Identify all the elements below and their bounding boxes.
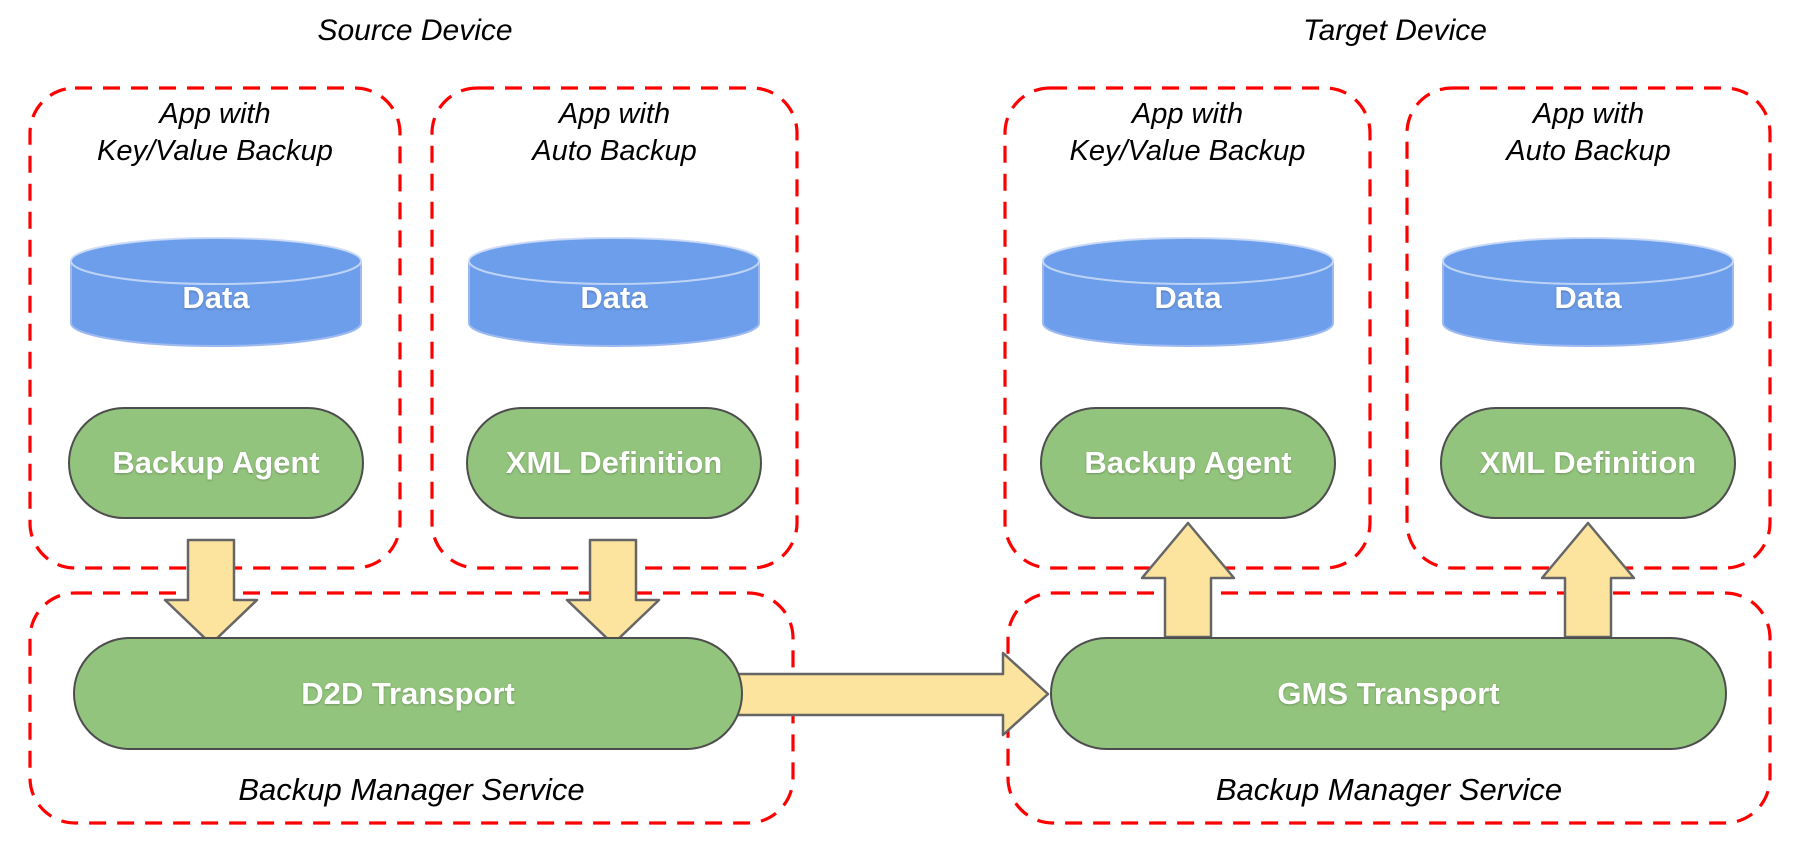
app-label-line1: App with <box>1532 98 1645 130</box>
data-cylinder-target-auto: Data <box>1440 234 1736 350</box>
data-cylinder-source-keyvalue: Data <box>68 234 364 350</box>
data-label: Data <box>1554 280 1622 315</box>
app-label-line2: Auto Backup <box>532 135 697 167</box>
service-label-target: Backup Manager Service <box>1215 772 1563 807</box>
target-device-title: Target Device <box>1303 14 1487 47</box>
cylinder-shape <box>468 237 760 347</box>
arrow-down-source-keyvalue-icon <box>163 538 259 646</box>
cylinder-shape <box>1042 237 1334 347</box>
app-label-target-auto: App with Auto Backup <box>1407 96 1770 170</box>
app-box-target-keyvalue <box>1003 86 1372 570</box>
app-label-source-keyvalue: App with Key/Value Backup <box>30 96 400 170</box>
arrow-up-target-keyvalue-icon <box>1140 521 1236 639</box>
cylinder-shape <box>70 237 362 347</box>
app-label-line1: App with <box>159 98 271 130</box>
app-label-source-auto: App with Auto Backup <box>432 96 797 170</box>
service-label-source: Backup Manager Service <box>238 772 585 807</box>
data-cylinder-source-auto: Data <box>466 234 762 350</box>
app-label-line2: Key/Value Backup <box>97 135 333 167</box>
component-pill-xml-definition-target: XML Definition <box>1440 407 1736 519</box>
transport-pill-d2d: D2D Transport <box>73 637 743 750</box>
cylinder-shape <box>1442 237 1734 347</box>
transport-pill-gms: GMS Transport <box>1050 637 1727 750</box>
app-label-line2: Key/Value Backup <box>1069 135 1306 167</box>
app-box-source-auto <box>430 86 799 570</box>
component-pill-backup-agent-source: Backup Agent <box>68 407 364 519</box>
component-pill-xml-definition-source: XML Definition <box>466 407 762 519</box>
app-label-line1: App with <box>558 98 671 130</box>
component-pill-backup-agent-target: Backup Agent <box>1040 407 1336 519</box>
app-label-line2: Auto Backup <box>1506 135 1671 167</box>
app-label-target-keyvalue: App with Key/Value Backup <box>1005 96 1370 170</box>
app-box-source-keyvalue <box>28 86 402 570</box>
data-label: Data <box>1154 280 1222 315</box>
arrow-up-target-auto-icon <box>1540 521 1636 639</box>
source-device-title: Source Device <box>317 14 513 47</box>
app-label-line1: App with <box>1131 98 1244 130</box>
arrow-down-source-auto-icon <box>565 538 661 646</box>
data-label: Data <box>580 280 648 315</box>
data-cylinder-target-keyvalue: Data <box>1040 234 1336 350</box>
data-label: Data <box>182 280 250 315</box>
arrow-d2d-to-gms-icon <box>735 651 1050 737</box>
